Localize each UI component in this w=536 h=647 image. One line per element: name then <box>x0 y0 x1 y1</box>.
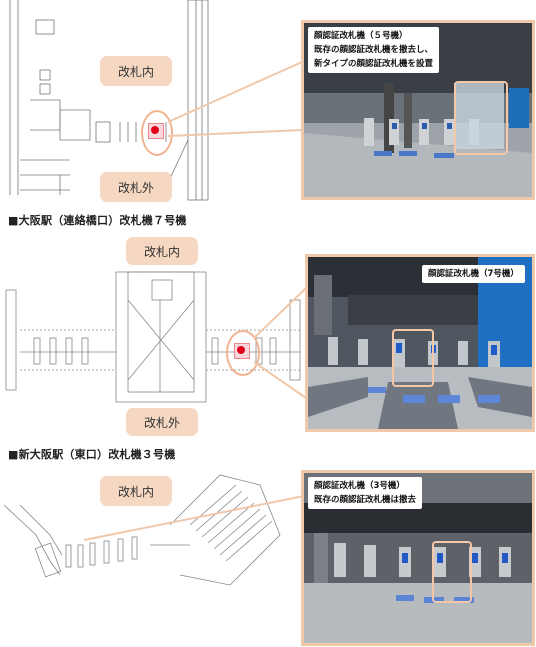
callout-line: 顔認証改札機（7号機） <box>428 269 519 279</box>
outside-gate-label: 改札外 <box>126 408 198 436</box>
outside-gate-label: 改札外 <box>100 172 172 202</box>
gate-7-highlight <box>392 329 434 387</box>
callout-line: 顔認証改札機（５号機） <box>314 31 408 41</box>
inside-gate-label: 改札内 <box>126 237 198 265</box>
floor-plan-2 <box>5 271 301 403</box>
new-gate-highlight <box>454 81 508 155</box>
floor-plan-3 <box>3 474 281 586</box>
gate-photo-3: 顔認証改札機（3号機） 既存の顔認証改札機は撤去 <box>301 470 535 646</box>
gate-marker-dot <box>151 126 159 134</box>
gate-highlight-ring <box>141 110 173 156</box>
photo-1-callout: 顔認証改札機（５号機） 既存の顔認証改札機を撤去し、 新タイプの顔認証改札機を設… <box>308 27 440 73</box>
photo-3-callout: 顔認証改札機（3号機） 既存の顔認証改札機は撤去 <box>308 477 423 509</box>
callout-line: 新タイプの顔認証改札機を設置 <box>314 59 434 69</box>
callout-line: 顔認証改札機（3号機） <box>314 481 405 491</box>
floor-plan-1 <box>9 0 209 201</box>
section-2-title: ■大阪駅（連絡橋口）改札機７号機 <box>8 214 187 227</box>
gate-photo-1: 顔認証改札機（５号機） 既存の顔認証改札機を撤去し、 新タイプの顔認証改札機を設… <box>301 20 535 200</box>
gate-highlight-ring <box>226 330 260 376</box>
gate-3-highlight <box>432 541 472 603</box>
gate-marker-dot <box>237 346 245 354</box>
photo-2-callout: 顔認証改札機（7号機） <box>422 265 525 283</box>
connector-line-1 <box>167 61 303 137</box>
callout-line: 既存の顔認証改札機は撤去 <box>314 495 417 505</box>
callout-line: 既存の顔認証改札機を撤去し、 <box>314 45 434 55</box>
section-3-title: ■新大阪駅（東口）改札機３号機 <box>8 448 176 461</box>
inside-gate-label: 改札内 <box>100 476 172 506</box>
inside-gate-label: 改札内 <box>100 56 172 86</box>
gate-photo-2: 顔認証改札機（7号機） <box>305 254 535 432</box>
